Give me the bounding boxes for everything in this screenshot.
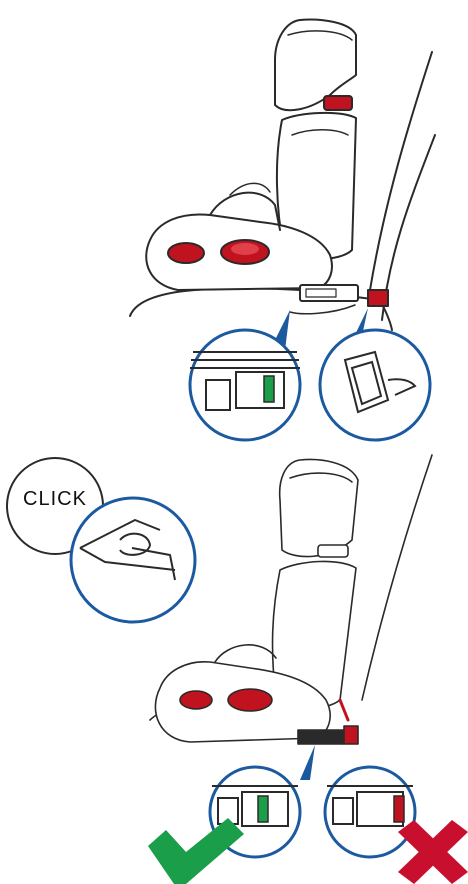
lock-indicator-green — [264, 376, 274, 402]
top-seat-illustration — [130, 20, 435, 330]
check-mark-icon — [148, 818, 244, 884]
detail-circle-anchor-bracket — [320, 330, 430, 440]
armrest-left-button — [168, 243, 204, 263]
vehicle-backrest-line-bottom — [362, 455, 432, 700]
vehicle-backrest-line — [370, 52, 432, 290]
detail-circle-click — [71, 498, 195, 622]
headrest-lock — [324, 96, 352, 110]
detail-circle-connector-locked — [190, 330, 300, 440]
indicator-green — [258, 796, 268, 822]
isofix-connector-bottom — [298, 730, 344, 744]
detail-circle-incorrect — [325, 767, 415, 857]
click-label: CLICK — [6, 488, 104, 511]
vehicle-backrest-line-2 — [382, 135, 435, 320]
headrest-bottom — [280, 460, 358, 557]
indicator-red — [394, 796, 404, 822]
callout-pointer-bottom — [300, 745, 315, 780]
isofix-connector — [300, 285, 358, 301]
bottom-seat-illustration — [150, 455, 432, 744]
cross-mark-icon — [398, 820, 468, 884]
isofix-anchor — [368, 290, 388, 306]
